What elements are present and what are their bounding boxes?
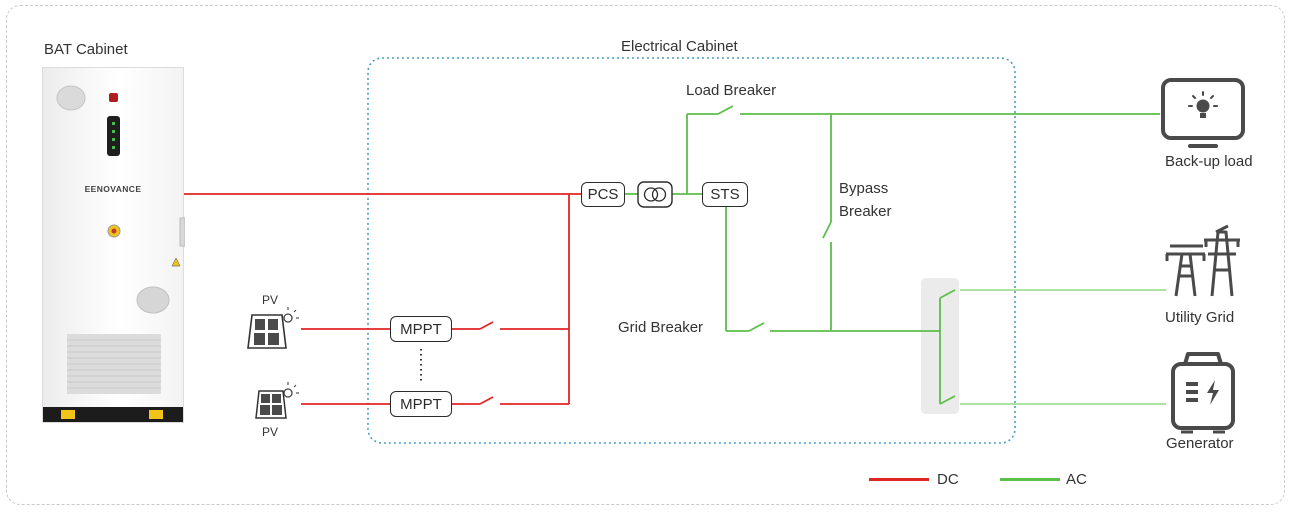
- utility-grid-label: Utility Grid: [1165, 309, 1235, 326]
- legend-ac-swatch: [1000, 478, 1060, 481]
- battery-cabinet-details: [56, 85, 185, 394]
- solar-panel-icon-bottom: [255, 382, 299, 419]
- dc-wiring: [184, 193, 581, 405]
- diagram-frame: [6, 5, 1285, 505]
- grid-breaker-label: Grid Breaker: [618, 319, 704, 336]
- legend-dc-label: DC: [937, 471, 959, 488]
- brand-logo: EENOVANCE: [84, 184, 142, 194]
- mppt-block-bottom: MPPT: [390, 391, 452, 417]
- cabinet-base: [43, 407, 183, 422]
- power-tower-icon: [1165, 224, 1240, 297]
- monitor-bulb-icon: [1161, 78, 1245, 148]
- mppt-block-top: MPPT: [390, 316, 452, 342]
- sts-block: STS: [702, 182, 748, 207]
- bypass-breaker-label-line2: Breaker: [839, 203, 892, 220]
- generator-label: Generator: [1166, 435, 1234, 452]
- transformer-symbol: [637, 181, 673, 208]
- battery-cabinet-image: EENOVANCE: [42, 67, 185, 423]
- solar-panel-icon-top: [247, 307, 299, 349]
- backup-load-label: Back-up load: [1165, 153, 1253, 170]
- electrical-cabinet-border: [367, 57, 1016, 444]
- legend-ac-label: AC: [1066, 471, 1087, 488]
- pv-label-top: PV: [262, 293, 279, 307]
- legend-dc-swatch: [869, 478, 929, 481]
- ac-feed-lines: [960, 289, 1166, 405]
- generator-icon: [1171, 352, 1235, 434]
- ac-wiring: [625, 105, 1160, 405]
- bat-cabinet-label: BAT Cabinet: [44, 41, 128, 58]
- bypass-breaker-label-line1: Bypass: [839, 180, 889, 197]
- electrical-cabinet-label: Electrical Cabinet: [621, 38, 738, 55]
- pv-label-bottom: PV: [262, 425, 279, 439]
- pcs-block: PCS: [581, 182, 625, 207]
- load-breaker-label: Load Breaker: [686, 82, 777, 99]
